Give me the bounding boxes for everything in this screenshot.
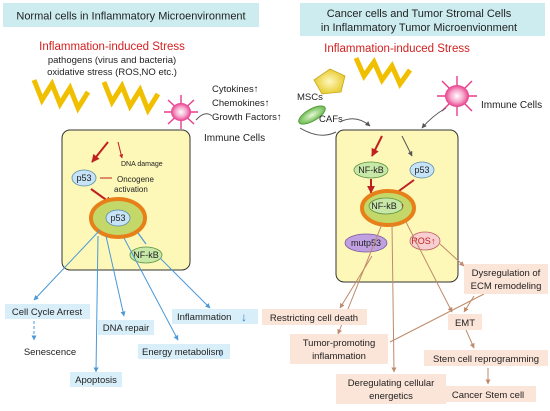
restricting-cell-death-label: Restricting cell death xyxy=(270,313,358,324)
apoptosis-label: Apoptosis xyxy=(75,375,117,386)
dysregulation-box xyxy=(464,264,548,294)
cancer-stem-cell-label: Cancer Stem cell xyxy=(452,390,524,401)
emt-label: EMT xyxy=(455,318,475,329)
cancer-stem-cell-box xyxy=(440,386,536,402)
p53-inhibits-nfkb xyxy=(137,232,147,245)
energy-metabolism-box xyxy=(138,344,230,359)
cancer-outcome-arrows xyxy=(337,221,491,385)
left-lightning-icon xyxy=(31,78,161,116)
nucleus-left xyxy=(89,197,147,239)
restricting-cell-death-box xyxy=(262,309,367,325)
mutp53-label: mutp53 xyxy=(351,238,381,248)
nfkb-left-oval xyxy=(129,246,163,264)
emt-box xyxy=(448,314,482,330)
mscs-label: MSCs xyxy=(297,92,323,103)
deregulating-energetics-label-2: energetics xyxy=(369,391,413,402)
immune-left-to-center-arrow xyxy=(195,113,213,121)
oncogene-label-2: activation xyxy=(114,185,148,194)
p53-right-label: p53 xyxy=(414,165,429,175)
p53-nucleus-label: p53 xyxy=(110,213,125,223)
dysregulation-label-2: ECM remodeling xyxy=(471,281,542,292)
nfkb-top-label: NF-kB xyxy=(358,165,384,175)
inflammation-label: Inflammation xyxy=(177,312,231,323)
senescence-label: Senescence xyxy=(24,347,76,358)
dna-repair-box xyxy=(98,320,154,335)
immune-right-to-cancer-arrow xyxy=(421,107,447,129)
dna-damage-arrow xyxy=(117,141,124,159)
msc-cell-icon xyxy=(313,68,346,95)
right-title-line-2: in Inflammatory Tumor Microenvionment xyxy=(321,22,517,34)
left-stress-line-1: pathogens (virus and bacteria) xyxy=(48,55,176,66)
left-stress-title: Inflammation-induced Stress xyxy=(39,41,185,53)
cell-cycle-arrest-box xyxy=(5,304,90,319)
cafs-label: CAFs xyxy=(319,114,343,125)
cytokines-label: Cytokines↑ xyxy=(212,84,258,95)
right-title-box: Cancer cells and Tumor Stromal Cells in … xyxy=(300,3,545,36)
cell-cycle-arrest-label: Cell Cycle Arrest xyxy=(12,307,83,318)
stem-cell-reprogramming-label: Stem cell reprogramming xyxy=(433,354,539,365)
energy-down-icon: ↓ xyxy=(218,345,224,359)
left-stress-line-2: oxidative stress (ROS,NO etc.) xyxy=(47,67,177,78)
oncogene-label-1: Oncogene xyxy=(117,175,154,184)
p53-top-oval xyxy=(71,169,97,187)
stress-to-nfkb-arrow xyxy=(371,135,383,157)
deregulating-energetics-box xyxy=(336,374,446,404)
immune-cells-label-right: Immune Cells xyxy=(481,100,542,111)
nfkb-nucleus-label: NF-kB xyxy=(371,201,397,211)
caf-to-cancer-arrow xyxy=(299,127,337,136)
stem-cell-reprogramming-box xyxy=(424,350,548,366)
chemokines-label: Chemokines↑ xyxy=(212,98,270,109)
energy-metabolism-label: Energy metabolism xyxy=(142,347,223,358)
ros-up-icon: ↑ xyxy=(431,236,436,246)
deregulating-energetics-label-1: Deregulating cellular xyxy=(348,378,435,389)
right-title-line-1: Cancer cells and Tumor Stromal Cells xyxy=(327,8,512,20)
apoptosis-box xyxy=(70,372,122,387)
p53-top-label: p53 xyxy=(76,173,91,183)
left-title: Normal cells in Inflammatory Microenviro… xyxy=(16,11,245,23)
tumor-promoting-label-1: Tumor-promoting xyxy=(303,338,376,349)
caf-cell-icon xyxy=(298,105,326,125)
msc-to-cancer-arrow xyxy=(339,118,371,127)
left-title-box: Normal cells in Inflammatory Microenviro… xyxy=(3,3,259,27)
dna-damage-label: DNA damage xyxy=(121,161,163,168)
inflammation-box xyxy=(172,309,258,324)
nfkb-top-oval xyxy=(353,161,389,179)
inflammation-down-icon: ↓ xyxy=(241,310,247,324)
dysregulation-label-1: Dysregulation of xyxy=(472,268,541,279)
dna-repair-label: DNA repair xyxy=(103,323,149,334)
nfkb-nucleus-up-icon: ↑ xyxy=(400,201,405,211)
growth-factors-label: Growth Factors↑ xyxy=(212,112,282,123)
nfkb-left-label: NF-kB xyxy=(133,250,159,260)
immune-cells-label-left: Immune Cells xyxy=(204,133,265,144)
nucleus-right xyxy=(360,189,416,227)
stress-to-p53-arrow xyxy=(91,141,109,163)
right-lightning-icon xyxy=(353,56,413,90)
tumor-promoting-label-2: inflammation xyxy=(312,351,366,362)
tumor-promoting-box xyxy=(290,334,388,364)
right-stress-title: Inflammation-induced Stress xyxy=(324,43,470,55)
normal-outcome-arrows xyxy=(31,229,211,373)
stress-to-p53-right-arrow xyxy=(401,135,413,157)
immune-cell-icon-left xyxy=(164,95,198,129)
ros-label: ROS xyxy=(411,236,431,246)
p53-right-oval xyxy=(409,161,435,179)
